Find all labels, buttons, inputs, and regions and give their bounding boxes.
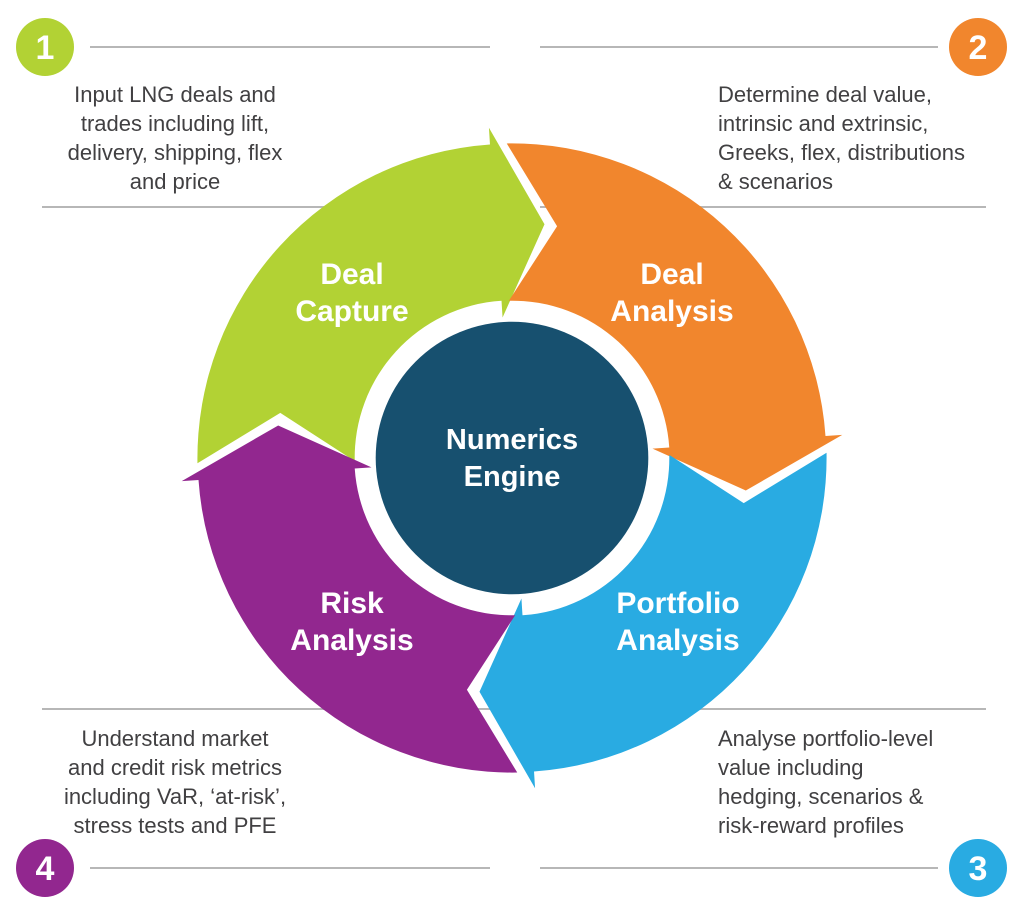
label-portfolio-analysis: Portfolio Analysis <box>616 587 740 657</box>
segment-risk-analysis-arrow <box>181 425 518 773</box>
step-badge-2: 2 <box>949 18 1007 76</box>
badge-4-circle <box>16 839 74 897</box>
rule-bottom-left-badge <box>90 867 490 869</box>
badge-3-number: 3 <box>969 850 988 888</box>
label-risk-analysis: Risk Analysis <box>290 587 414 657</box>
step-badge-4: 4 <box>16 839 74 897</box>
rule-mid-bottom-left <box>42 708 490 710</box>
badge-1-circle <box>16 18 74 76</box>
step-badge-3: 3 <box>949 839 1007 897</box>
segment-deal-analysis-arrow <box>506 143 843 491</box>
rule-mid-top-right <box>540 206 986 208</box>
rule-top-left-badge <box>90 46 490 48</box>
step-3-note: Analyse portfolio-level value including … <box>718 726 934 838</box>
label-numerics-engine: Numerics Engine <box>445 424 579 493</box>
badge-4-number: 4 <box>36 850 55 888</box>
rule-mid-top-left <box>42 206 490 208</box>
badge-2-number: 2 <box>969 29 988 67</box>
numerics-engine-circle <box>375 321 649 595</box>
step-1-note: Input LNG deals and trades including lif… <box>67 82 283 194</box>
step-4-note: Understand market and credit risk metric… <box>63 726 287 838</box>
step-badge-1: 1 <box>16 18 74 76</box>
badge-3-circle <box>949 839 1007 897</box>
rule-mid-bottom-right <box>540 708 986 710</box>
badge-2-circle <box>949 18 1007 76</box>
segment-portfolio-analysis-arrow <box>479 452 827 789</box>
step-2-note: Determine deal value, intrinsic and extr… <box>718 82 965 194</box>
rule-top-right-badge <box>540 46 938 48</box>
label-deal-capture: Deal Capture <box>295 258 409 328</box>
badge-1-number: 1 <box>36 29 55 67</box>
cycle-diagram <box>181 127 843 789</box>
rule-bottom-right-badge <box>540 867 938 869</box>
label-deal-analysis: Deal Analysis <box>610 258 734 328</box>
segment-deal-capture-arrow <box>197 127 545 464</box>
